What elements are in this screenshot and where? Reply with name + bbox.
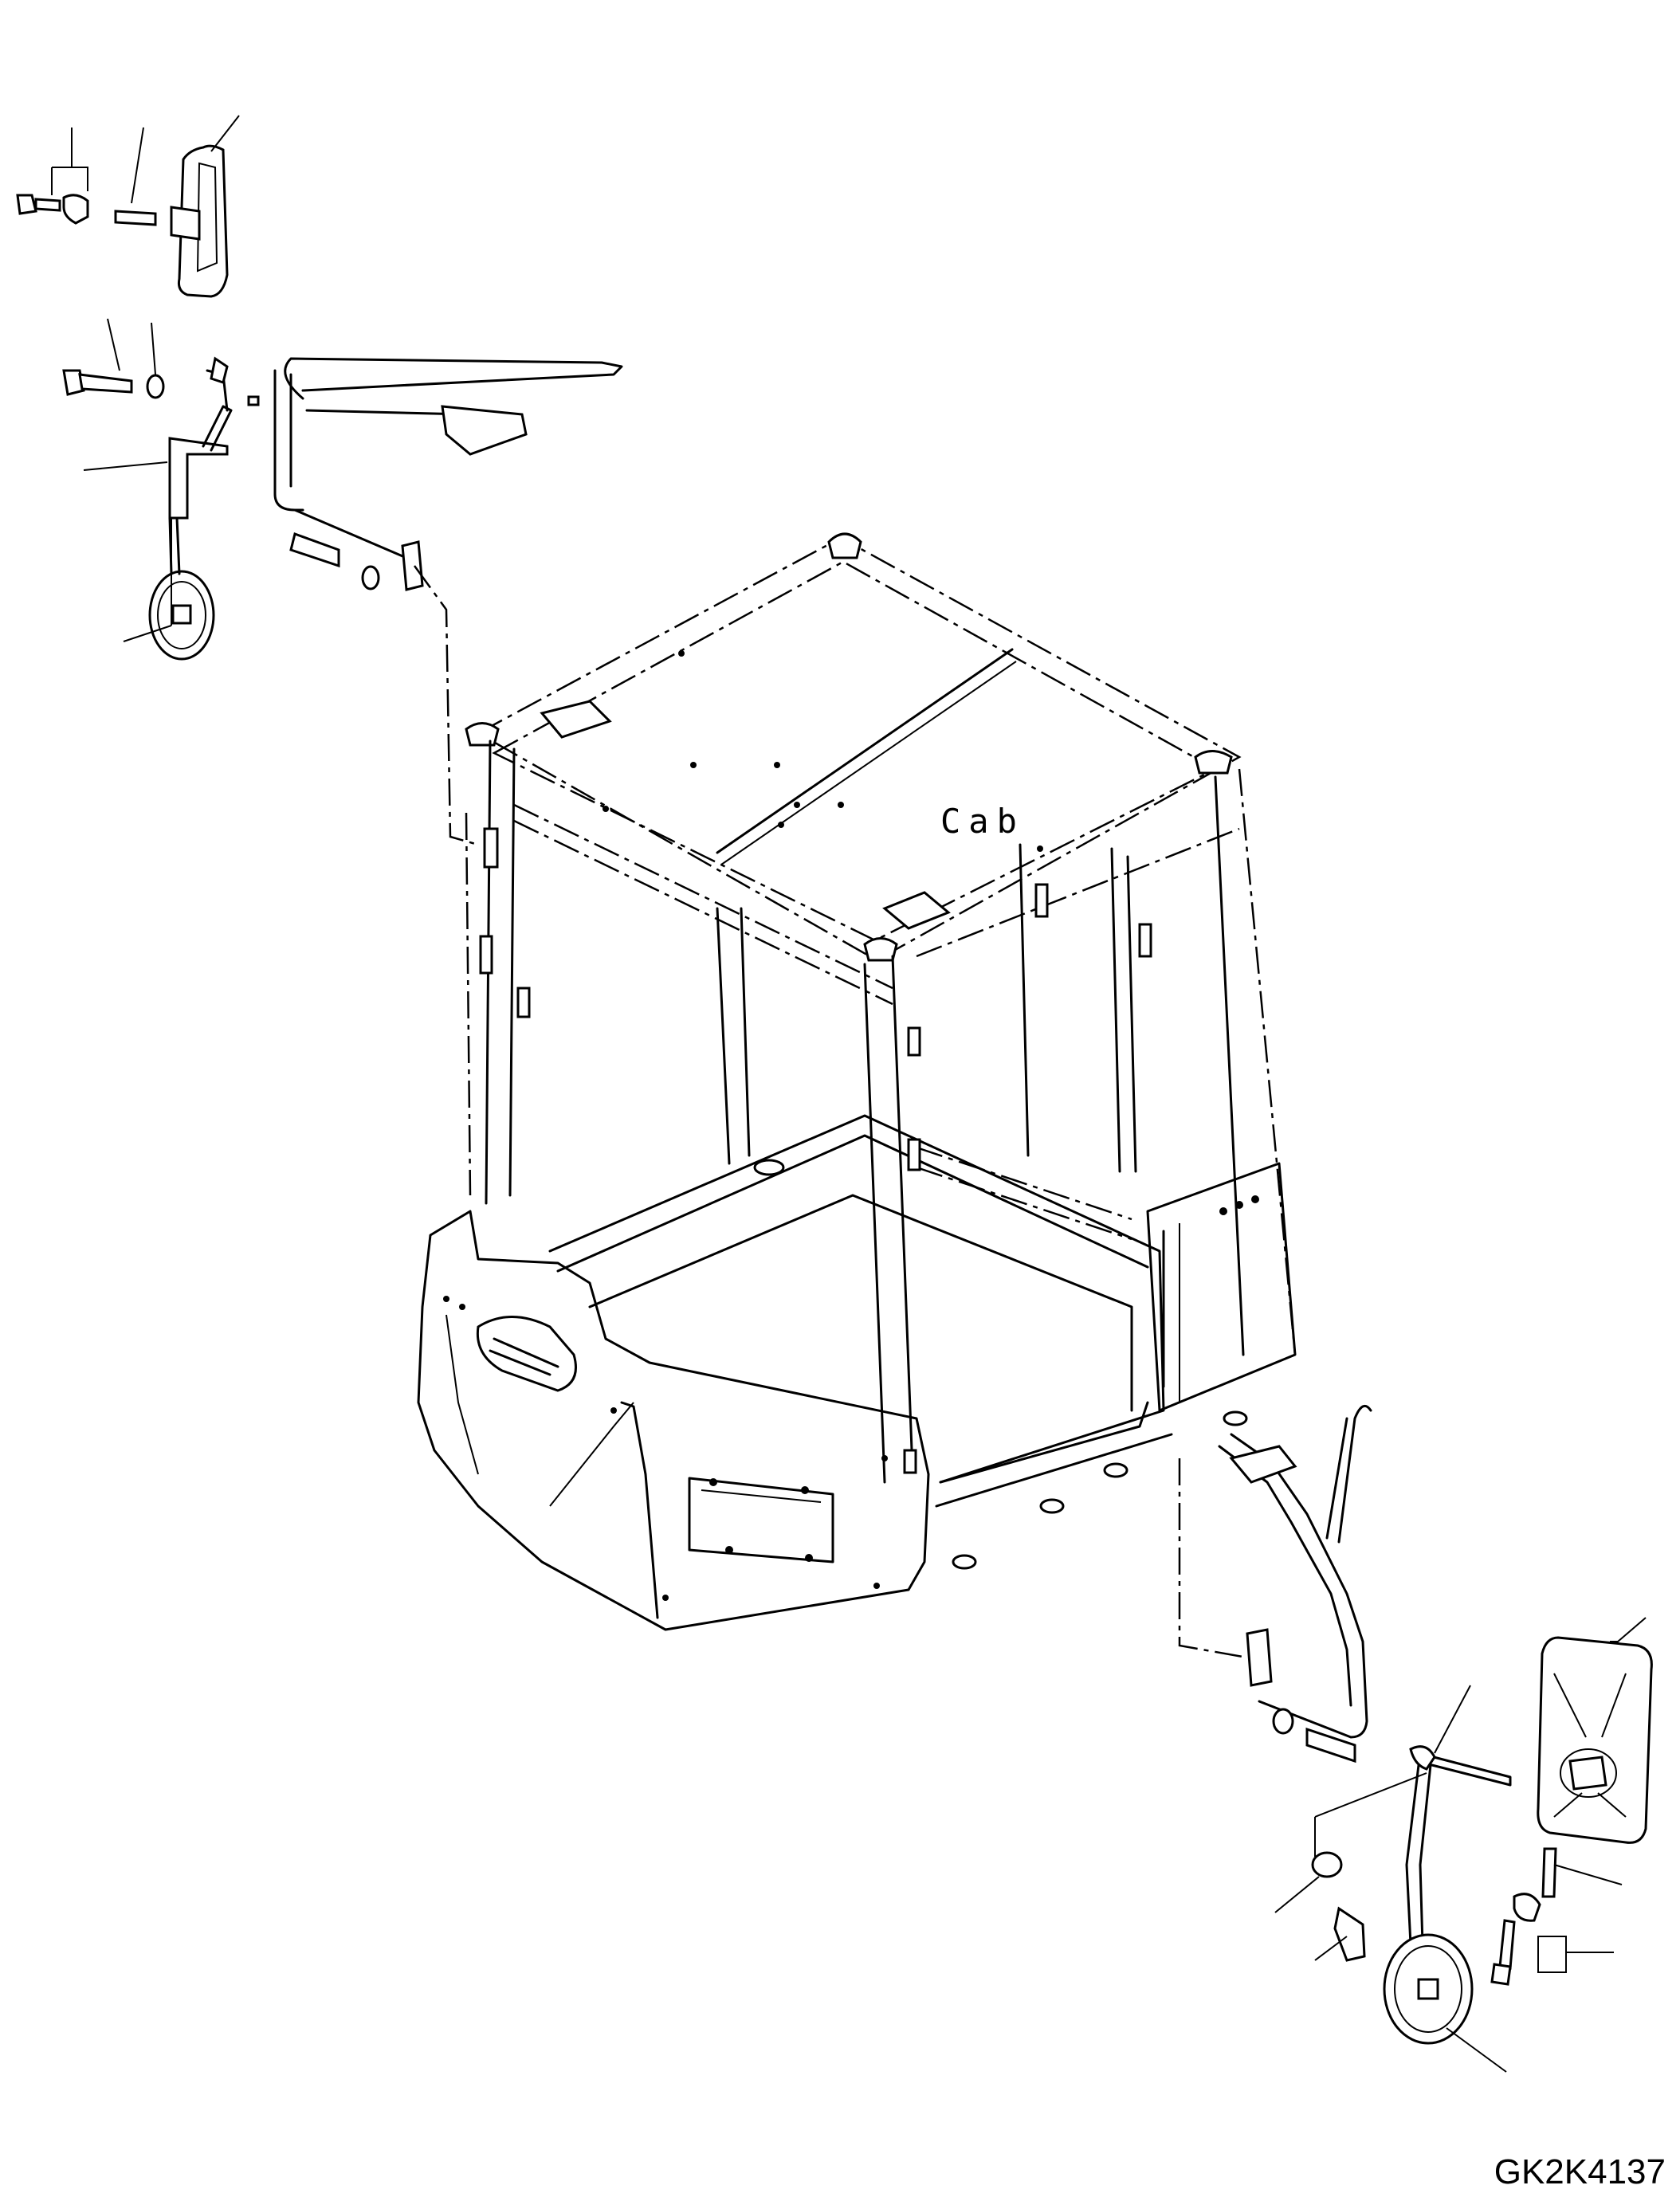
cab-label: Cab	[940, 802, 1025, 841]
drawing-code: GK2K4137	[1494, 2152, 1666, 2191]
right-mirror-assembly	[1178, 1404, 1653, 2073]
cab-frame	[417, 532, 1297, 1631]
left-mirror-assembly	[16, 115, 623, 846]
